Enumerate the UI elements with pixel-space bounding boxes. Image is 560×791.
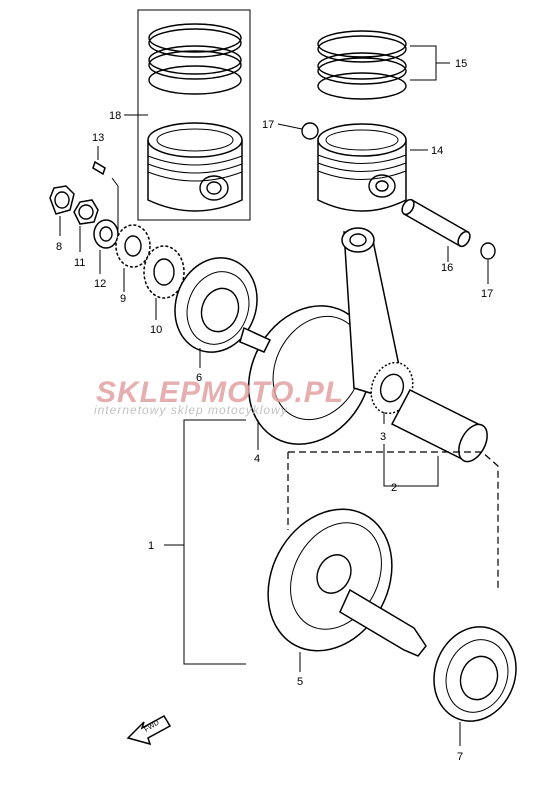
piston-pin-16 [401, 198, 471, 248]
piston-in-set [147, 122, 243, 212]
callout-17-top: 17 [262, 119, 274, 131]
crank-half-5 [267, 508, 427, 657]
washer-12 [93, 219, 119, 249]
callout-labels: 1 2 3 4 5 6 7 8 9 10 11 12 13 14 15 16 1… [56, 58, 493, 763]
leader-lines [59, 45, 489, 746]
fwd-arrow-icon: FWD [126, 714, 172, 746]
assembly-dashed-lines [287, 451, 499, 588]
piston-set-group-box [137, 9, 251, 221]
callout-4: 4 [254, 453, 260, 465]
bearing-7 [433, 626, 517, 722]
nut-8 [49, 185, 75, 215]
gear-9 [115, 224, 151, 268]
callout-13: 13 [92, 132, 104, 144]
watermark-brand: SKLEPMOTO.PL [96, 376, 344, 409]
callout-18: 18 [109, 110, 121, 122]
callout-11: 11 [74, 257, 85, 269]
callout-14: 14 [431, 145, 443, 157]
callout-10: 10 [150, 324, 162, 336]
piston-rings-15 [317, 30, 407, 100]
key-13 [92, 160, 106, 176]
callout-2: 2 [391, 482, 397, 494]
callout-17-right: 17 [481, 288, 493, 300]
callout-1: 1 [148, 540, 154, 552]
gear-10 [143, 245, 185, 299]
connecting-rod [341, 227, 403, 397]
callout-9: 9 [120, 293, 126, 305]
watermark-tagline: internetowy sklep motocyklowy [94, 403, 288, 417]
callout-16: 16 [441, 262, 453, 274]
piston-14 [317, 123, 407, 212]
piston-pin-clip-17a [301, 122, 319, 140]
callout-15: 15 [455, 58, 467, 70]
callout-8: 8 [56, 241, 62, 253]
piston-rings-set [148, 23, 242, 95]
washer-11 [73, 199, 99, 225]
callout-6: 6 [196, 372, 202, 384]
callout-5: 5 [297, 676, 303, 688]
callout-3: 3 [380, 431, 386, 443]
callout-12: 12 [94, 278, 106, 290]
piston-pin-clip-17b [480, 242, 496, 260]
callout-7: 7 [457, 751, 463, 763]
watermark: SKLEPMOTO.PL internetowy sklep motocyklo… [94, 376, 344, 417]
bearing-6 [174, 257, 258, 353]
crank-pin-2 [390, 389, 488, 463]
